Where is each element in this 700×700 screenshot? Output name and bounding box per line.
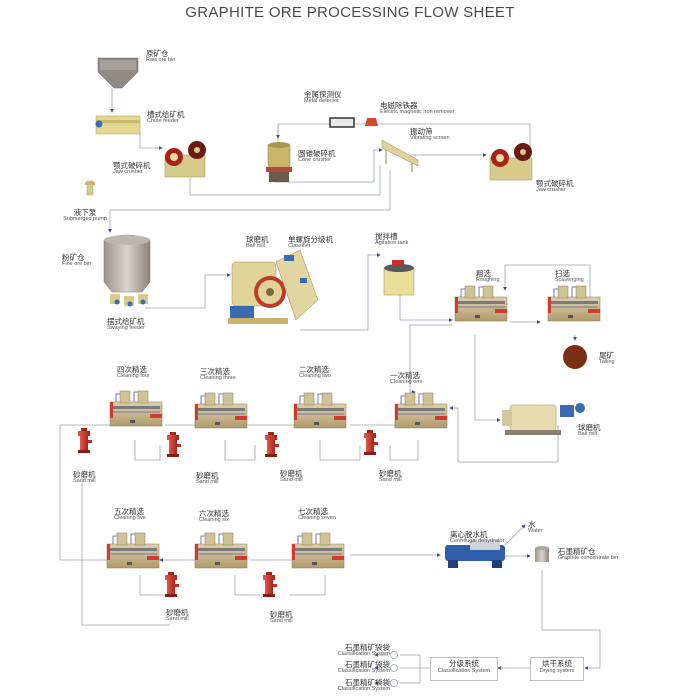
cleaning-five-cell-icon bbox=[106, 532, 160, 569]
cleaning-seven-cell-icon bbox=[291, 532, 345, 569]
jaw-crusher-2-icon bbox=[489, 143, 533, 181]
metal-detector-icon bbox=[329, 117, 355, 128]
sand-mill-icon bbox=[165, 572, 179, 597]
jaw-crusher-1-icon bbox=[164, 141, 206, 178]
swaying-feeder-icon bbox=[110, 294, 148, 307]
chute-feeder-icon bbox=[95, 115, 141, 135]
fine-ore-bin-icon bbox=[103, 234, 151, 293]
sand-mill-icon bbox=[364, 430, 378, 455]
sand-mill-icon bbox=[265, 432, 279, 457]
cone-crusher-icon bbox=[266, 142, 292, 182]
classifier-icon bbox=[275, 249, 319, 321]
submerged-pump-icon bbox=[85, 180, 95, 196]
scavenging-cell-icon bbox=[547, 285, 601, 322]
cleaning-four-cell-icon bbox=[109, 390, 163, 427]
sand-mill-icon bbox=[263, 572, 277, 597]
cleaning-three-cell-icon bbox=[194, 392, 248, 429]
sand-mill-icon bbox=[167, 432, 181, 457]
agitation-tank-icon bbox=[383, 260, 415, 296]
cleaning-two-cell-icon bbox=[293, 392, 347, 429]
ball-mill-2-icon bbox=[502, 403, 585, 435]
cleaning-six-cell-icon bbox=[194, 532, 248, 569]
iron-remover-icon bbox=[365, 118, 378, 126]
tailing-icon bbox=[563, 345, 587, 369]
sand-mill-icon bbox=[78, 428, 92, 453]
vibrating-screen-icon bbox=[381, 139, 419, 172]
cleaning-one-cell-icon bbox=[394, 392, 448, 429]
roughing-cell-icon bbox=[454, 285, 508, 322]
ball-mill-1-icon bbox=[228, 261, 288, 324]
flow-sheet-title: GRAPHITE ORE PROCESSING FLOW SHEET bbox=[185, 4, 515, 21]
raw-ore-bin-icon bbox=[97, 57, 139, 89]
centrifugal-dehydrator-icon bbox=[445, 540, 505, 568]
graphite-concentrate-bin-icon bbox=[535, 546, 549, 562]
